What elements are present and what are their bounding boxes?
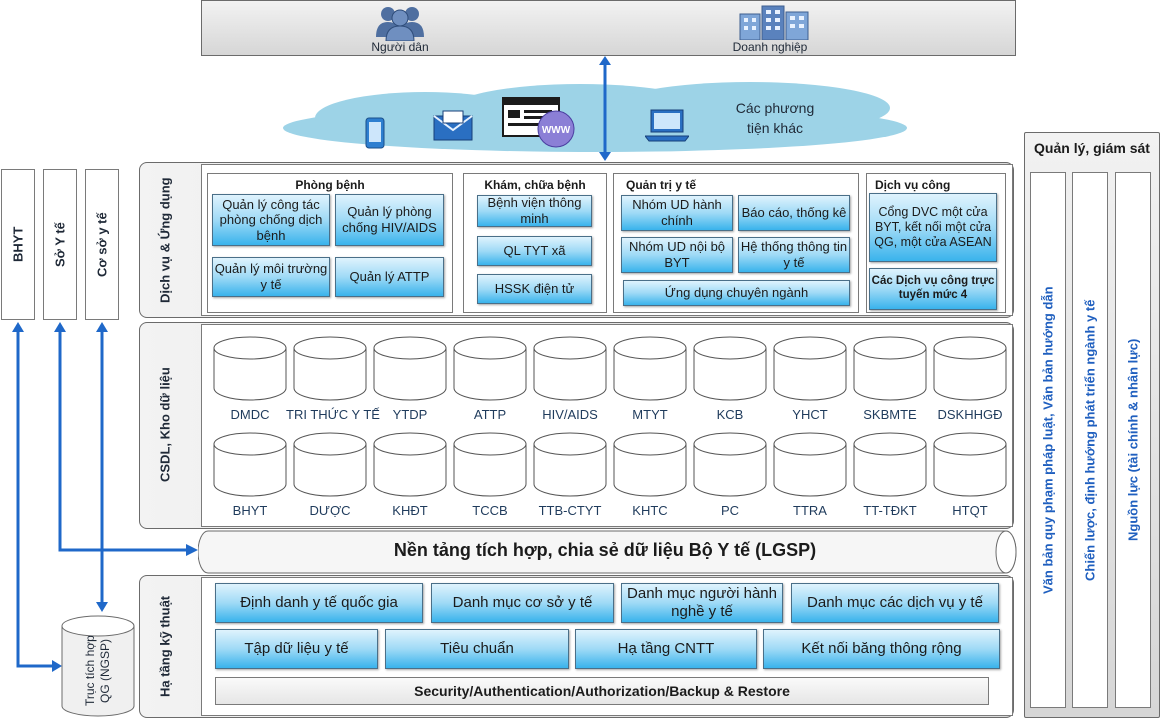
governance-legal-docs: Văn bản quy phạm pháp luật, Văn bản hướn… bbox=[1030, 172, 1066, 708]
admin-health-info-system[interactable]: Hệ thống thông tin y tế bbox=[738, 237, 850, 273]
database-cylinder[interactable] bbox=[532, 336, 608, 402]
database-cylinder[interactable] bbox=[532, 432, 608, 498]
database-cylinder[interactable] bbox=[212, 432, 288, 498]
admin-administrative-apps[interactable]: Nhóm UD hành chính bbox=[621, 195, 733, 231]
database-label: HIV/AIDS bbox=[542, 407, 598, 422]
infra-service-catalog[interactable]: Danh mục các dịch vụ y tế bbox=[791, 583, 999, 623]
database-cylinder[interactable] bbox=[292, 336, 368, 402]
buildings-icon bbox=[738, 4, 810, 41]
database-label: TT-TĐKT bbox=[863, 503, 917, 518]
database-label: DMDC bbox=[230, 407, 270, 422]
database-label: TRI THỨC Y TẾ bbox=[286, 407, 380, 422]
db-section-label: CSDL, Kho dữ liệu bbox=[157, 367, 173, 483]
svg-text:WWW: WWW bbox=[542, 125, 571, 136]
infra-health-datasets[interactable]: Tập dữ liệu y tế bbox=[215, 629, 378, 669]
database-label: HTQT bbox=[952, 503, 988, 518]
lgsp-cylinder bbox=[197, 529, 1018, 575]
database-label: SKBMTE bbox=[863, 407, 917, 422]
prevention-food-safety[interactable]: Quản lý ATTP bbox=[335, 257, 444, 297]
prevention-hiv[interactable]: Quản lý phòng chống HIV/AIDS bbox=[335, 194, 444, 246]
admin-internal-apps[interactable]: Nhóm UD nội bộ BYT bbox=[621, 237, 733, 273]
database-cylinder[interactable] bbox=[452, 336, 528, 402]
admin-reports[interactable]: Báo cáo, thống kê bbox=[738, 195, 850, 231]
database-label: TTRA bbox=[793, 503, 827, 518]
public-online-services-level4[interactable]: Các Dịch vụ công trực tuyến mức 4 bbox=[869, 268, 997, 310]
group-admin-title: Quản trị y tế bbox=[626, 178, 697, 192]
public-one-stop-portal[interactable]: Cổng DVC một cửa BYT, kết nối một cửa QG… bbox=[869, 193, 997, 262]
email-icon bbox=[433, 110, 473, 142]
admin-specialized-apps[interactable]: Ứng dụng chuyên ngành bbox=[623, 280, 850, 306]
database-label: TCCB bbox=[472, 503, 508, 518]
database-label: YHCT bbox=[792, 407, 828, 422]
other-means-label: Các phương tiện khác bbox=[735, 100, 815, 136]
database-cylinder[interactable] bbox=[852, 336, 928, 402]
infra-broadband[interactable]: Kết nối băng thông rộng bbox=[763, 629, 1000, 669]
prevention-environment[interactable]: Quản lý môi trường y tế bbox=[212, 257, 330, 297]
stakeholder-bar bbox=[201, 0, 1016, 56]
side-so-y-te-label: Sở Y tế bbox=[52, 222, 68, 267]
infra-national-health-id[interactable]: Định danh y tế quốc gia bbox=[215, 583, 423, 623]
database-cylinder[interactable] bbox=[852, 432, 928, 498]
database-label: ATTP bbox=[473, 407, 507, 422]
infra-facility-catalog[interactable]: Danh mục cơ sở y tế bbox=[431, 583, 614, 623]
governance-resources: Nguồn lực (tài chính & nhân lực) bbox=[1115, 172, 1151, 708]
database-cylinder[interactable] bbox=[692, 432, 768, 498]
side-box-so-y-te: Sở Y tế bbox=[43, 169, 77, 320]
database-label: YTDP bbox=[392, 407, 428, 422]
smartphone-icon bbox=[365, 117, 385, 149]
ngsp-cylinder bbox=[60, 614, 136, 718]
database-label: KCB bbox=[716, 407, 744, 422]
database-cylinder[interactable] bbox=[772, 432, 848, 498]
database-label: PC bbox=[720, 503, 740, 518]
governance-strategy: Chiến lược, định hướng phát triển ngành … bbox=[1072, 172, 1108, 708]
database-cylinder[interactable] bbox=[292, 432, 368, 498]
citizen-label: Người dân bbox=[371, 40, 429, 54]
business-label: Doanh nghiệp bbox=[732, 40, 808, 54]
database-cylinder[interactable] bbox=[212, 336, 288, 402]
database-label: KHTC bbox=[632, 503, 668, 518]
connector-arrows bbox=[0, 318, 200, 680]
laptop-icon bbox=[643, 108, 691, 142]
side-co-so-y-te-label: Cơ sở y tế bbox=[94, 212, 110, 277]
apps-section-label: Dịch vụ & Ứng dụng bbox=[157, 177, 173, 303]
database-label: DƯỢC bbox=[309, 503, 351, 518]
side-bhyt-label: BHYT bbox=[10, 226, 26, 263]
governance-title: Quản lý, giám sát bbox=[1034, 140, 1150, 156]
people-icon bbox=[374, 3, 426, 42]
lgsp-label: Nền tảng tích hợp, chia sẻ dữ liệu Bộ Y … bbox=[393, 540, 817, 560]
group-treatment-title: Khám, chữa bệnh bbox=[484, 178, 586, 192]
database-cylinder[interactable] bbox=[692, 336, 768, 402]
group-public-services-title: Dịch vụ công bbox=[875, 178, 951, 192]
database-cylinder[interactable] bbox=[612, 336, 688, 402]
database-label: BHYT bbox=[232, 503, 268, 518]
database-label: MTYT bbox=[632, 407, 668, 422]
database-label: TTB-CTYT bbox=[538, 503, 602, 518]
database-cylinder[interactable] bbox=[372, 432, 448, 498]
infra-security-bar: Security/Authentication/Authorization/Ba… bbox=[215, 677, 989, 705]
database-cylinder[interactable] bbox=[772, 336, 848, 402]
infra-standards[interactable]: Tiêu chuẩn bbox=[385, 629, 569, 669]
database-label: DSKHHGĐ bbox=[937, 407, 1003, 422]
web-browser-icon: WWW bbox=[502, 97, 578, 149]
infra-practitioner-catalog[interactable]: Danh mục người hành nghề y tế bbox=[621, 583, 783, 623]
ngsp-label: Trục tích hợp QG (NGSP) bbox=[83, 635, 112, 707]
database-label: KHĐT bbox=[392, 503, 428, 518]
double-arrow-vertical bbox=[597, 55, 613, 162]
treatment-ehealth-record[interactable]: HSSK điện tử bbox=[477, 274, 592, 304]
database-cylinder[interactable] bbox=[452, 432, 528, 498]
database-cylinder[interactable] bbox=[372, 336, 448, 402]
side-box-bhyt: BHYT bbox=[1, 169, 35, 320]
side-box-co-so-y-te: Cơ sở y tế bbox=[85, 169, 119, 320]
db-grid: DMDC TRI THỨC Y TẾ YTDP ATTP HIV/AIDS MTYT KCB… bbox=[201, 324, 1013, 527]
treatment-commune-station[interactable]: QL TYT xã bbox=[477, 236, 592, 266]
database-cylinder[interactable] bbox=[612, 432, 688, 498]
treatment-smart-hospital[interactable]: Bệnh viện thông minh bbox=[477, 195, 592, 227]
database-cylinder[interactable] bbox=[932, 336, 1008, 402]
prevention-epidemic[interactable]: Quản lý công tác phòng chống dịch bệnh bbox=[212, 194, 330, 246]
group-prevention-title: Phòng bệnh bbox=[295, 178, 365, 192]
infra-section-label: Hạ tầng kỹ thuật bbox=[157, 595, 173, 698]
database-cylinder[interactable] bbox=[932, 432, 1008, 498]
infra-it-infrastructure[interactable]: Hạ tầng CNTT bbox=[575, 629, 757, 669]
